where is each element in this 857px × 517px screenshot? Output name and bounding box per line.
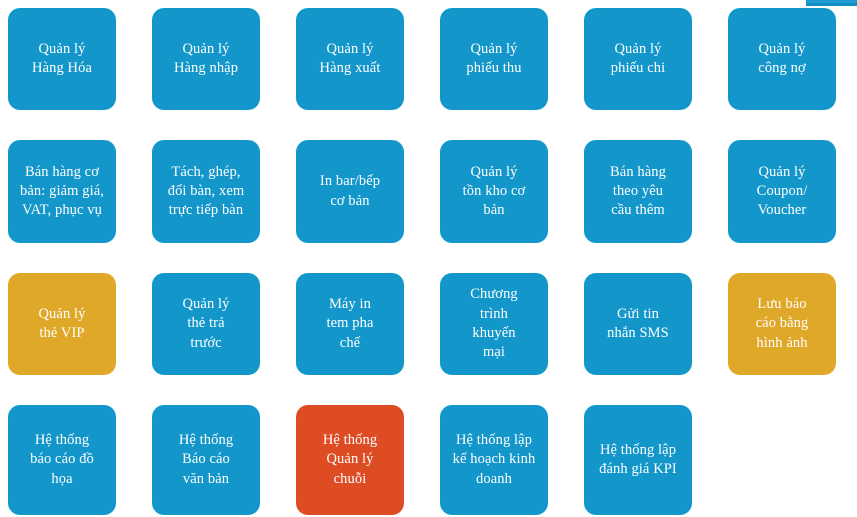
feature-tile-label: Bán hàng theo yêu cầu thêm [610,163,666,219]
feature-tile-label: Quản lý phiếu chi [610,40,666,76]
feature-tile-label: Hệ thống lập kế hoạch kinh doanh [452,432,536,487]
feature-tile[interactable]: Hệ thống báo cáo đồ họa [8,405,116,515]
feature-tile-label: Hệ thống Báo cáo văn bản [178,432,234,487]
feature-tile-label: Quản lý Hàng Hóa [32,40,92,76]
feature-tile-label: Gửi tin nhắn SMS [607,305,669,341]
feature-tile-label: Quản lý thẻ VIP [38,305,86,341]
feature-tile-label: Quản lý Hàng nhập [173,40,239,76]
feature-tile[interactable]: Máy in tem pha chế [296,273,404,375]
feature-tile-label: Quản lý công nợ [758,40,806,76]
feature-tile[interactable]: Tách, ghép, đổi bàn, xem trực tiếp bàn [152,140,260,243]
feature-tile[interactable]: Hệ thống lập đánh giá KPI [584,405,692,515]
tile-placeholder [728,405,836,515]
feature-tile-label: Quản lý Hàng xuất [319,40,381,76]
feature-tile[interactable]: Chương trình khuyến mại [440,273,548,375]
feature-tile[interactable]: Bán hàng theo yêu cầu thêm [584,140,692,243]
feature-tile-label: Hệ thống Quản lý chuỗi [322,432,378,487]
feature-tile-label: Chương trình khuyến mại [470,286,518,361]
top-right-blue-strip-inner [806,3,857,6]
feature-tile-label: Quản lý phiếu thu [466,40,522,76]
feature-tile[interactable]: Gửi tin nhắn SMS [584,273,692,375]
feature-tile[interactable]: Quản lý phiếu chi [584,8,692,110]
feature-tile[interactable]: Quản lý Coupon/ Voucher [728,140,836,243]
feature-tile-label: Tách, ghép, đổi bàn, xem trực tiếp bàn [167,163,245,219]
feature-tile-label: Quản lý Coupon/ Voucher [756,163,808,219]
feature-tile-label: Hệ thống lập đánh giá KPI [599,441,677,477]
feature-tile-label: Bán hàng cơ bản: giảm giá, VAT, phục vụ [20,163,104,219]
feature-tile[interactable]: Hệ thống Quản lý chuỗi [296,405,404,515]
feature-tile[interactable]: Bán hàng cơ bản: giảm giá, VAT, phục vụ [8,140,116,243]
feature-tile-label: Máy in tem pha chế [326,296,374,351]
feature-tile[interactable]: Hệ thống lập kế hoạch kinh doanh [440,405,548,515]
feature-tile-label: Hệ thống báo cáo đồ họa [30,432,94,487]
feature-tile[interactable]: Hệ thống Báo cáo văn bản [152,405,260,515]
feature-tile[interactable]: Quản lý thẻ trả trước [152,273,260,375]
feature-tile[interactable]: Quản lý Hàng xuất [296,8,404,110]
feature-tile[interactable]: In bar/bếp cơ bản [296,140,404,243]
feature-tile[interactable]: Quản lý Hàng Hóa [8,8,116,110]
feature-tile[interactable]: Quản lý Hàng nhập [152,8,260,110]
feature-tile[interactable]: Quản lý công nợ [728,8,836,110]
top-right-blue-strip [806,0,857,6]
feature-tile-label: Lưu báo cáo bằng hình ảnh [755,296,809,351]
feature-tile[interactable]: Quản lý tồn kho cơ bản [440,140,548,243]
feature-tile[interactable]: Quản lý phiếu thu [440,8,548,110]
feature-tile-label: Quản lý tồn kho cơ bản [462,163,526,219]
feature-tile-label: In bar/bếp cơ bản [319,173,381,209]
feature-tile-label: Quản lý thẻ trả trước [182,296,230,351]
feature-tile[interactable]: Quản lý thẻ VIP [8,273,116,375]
feature-tile[interactable]: Lưu báo cáo bằng hình ảnh [728,273,836,375]
